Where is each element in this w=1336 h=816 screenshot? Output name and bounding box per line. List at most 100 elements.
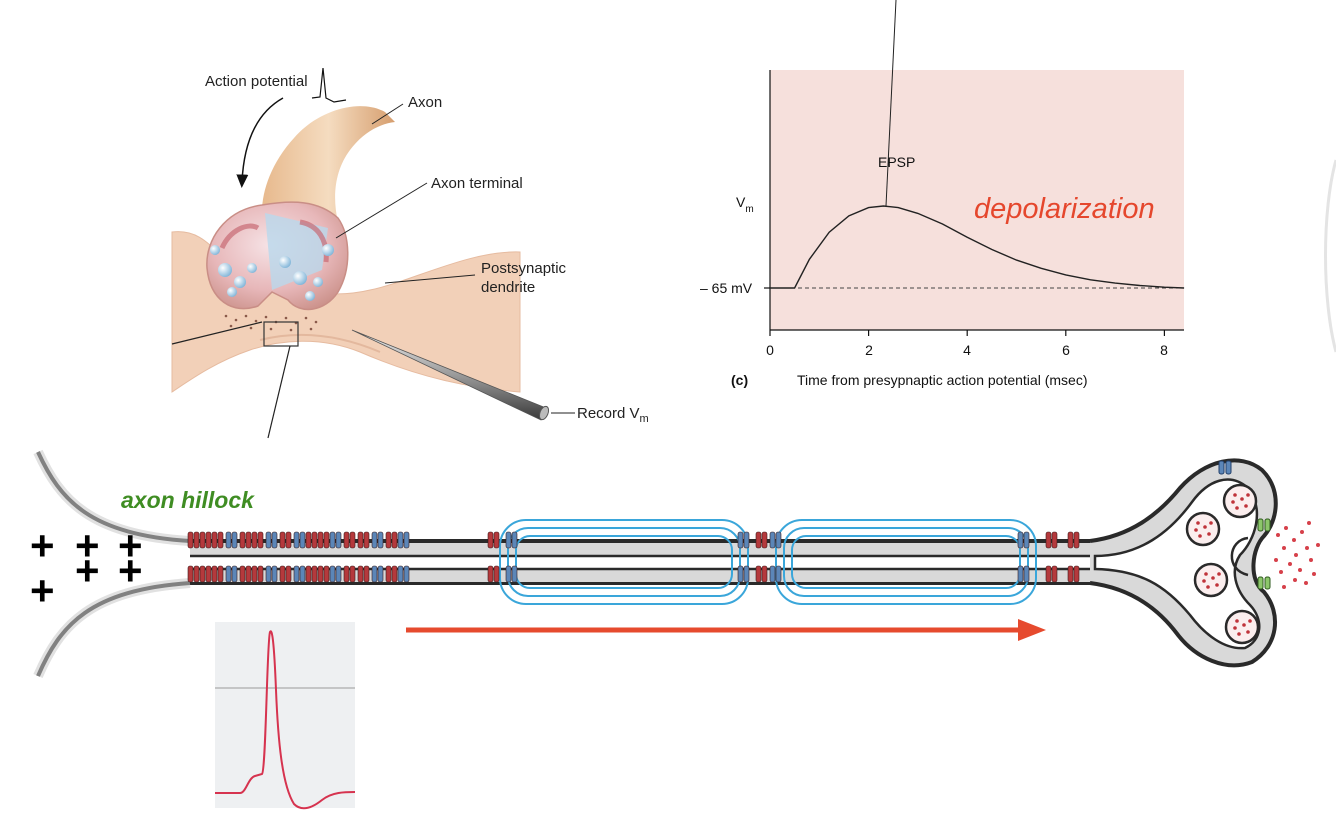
ion-channels xyxy=(187,531,1080,583)
potassium-channel xyxy=(371,565,384,583)
sodium-channel xyxy=(187,531,200,549)
synapse-illustration: Action potential Axon Axon terminal Post… xyxy=(171,67,649,439)
myelin-sheath-2 xyxy=(775,519,1037,605)
sodium-channel xyxy=(211,531,224,549)
plus-sign-5: + xyxy=(118,547,143,594)
potassium-channel xyxy=(397,531,410,549)
potassium-channel xyxy=(225,565,238,583)
action-potential-spike-icon xyxy=(311,67,347,103)
x-tick-label-6: 6 xyxy=(1062,342,1070,358)
sodium-channel xyxy=(343,531,356,549)
potassium-channel xyxy=(505,565,518,583)
postsynaptic-label: Postsynaptic xyxy=(481,260,567,277)
dendrite-label: dendrite xyxy=(481,279,535,296)
potassium-channel xyxy=(769,565,782,583)
axon-hillock-label: axon hillock xyxy=(121,487,255,513)
sodium-channel xyxy=(239,565,252,583)
potassium-channel xyxy=(329,565,342,583)
potassium-channel xyxy=(329,531,342,549)
action-potential-inset xyxy=(215,622,356,810)
axon-shaft-upper xyxy=(190,543,1090,555)
sodium-channel xyxy=(357,565,370,583)
epsp-curve xyxy=(770,205,1185,289)
x-tick-label-4: 4 xyxy=(963,342,971,358)
record-vm-label: Record Vm xyxy=(577,405,649,425)
axon-label: Axon xyxy=(408,94,442,111)
propagation-arrow xyxy=(406,619,1046,641)
potassium-channel xyxy=(769,531,782,549)
sodium-channel xyxy=(487,565,500,583)
right-edge-shadow xyxy=(1324,159,1336,353)
x-tick-label-2: 2 xyxy=(865,342,873,358)
plus-sign-4: + xyxy=(75,547,100,594)
terminal-channels-green xyxy=(1257,518,1271,590)
sodium-channel xyxy=(1045,565,1058,583)
sodium-channel xyxy=(305,531,318,549)
sodium-channel xyxy=(1067,565,1080,583)
potassium-channel xyxy=(1017,531,1030,549)
plus-sign-3: + xyxy=(118,522,143,569)
potassium-channel xyxy=(265,531,278,549)
sodium-channel xyxy=(279,531,292,549)
sodium-channel xyxy=(199,531,212,549)
potassium-channel xyxy=(737,531,750,549)
terminal-vesicles xyxy=(1185,483,1260,645)
synaptic-vesicles xyxy=(210,244,334,301)
potassium-channel xyxy=(397,565,410,583)
potassium-channel xyxy=(371,531,384,549)
neurotransmitter-dots xyxy=(1274,521,1320,589)
sodium-channel xyxy=(755,565,768,583)
sodium-channel xyxy=(211,565,224,583)
x-tick-label-0: 0 xyxy=(766,342,774,358)
zoom-box xyxy=(263,321,299,347)
depolarization-label: depolarization xyxy=(974,193,1155,225)
sodium-channel xyxy=(1045,531,1058,549)
sodium-channel xyxy=(305,565,318,583)
potassium-channel xyxy=(293,531,306,549)
epsp-chart: EPSP depolarization Vm – 65 mV 0 2 4 6 8… xyxy=(700,0,1185,388)
vm-axis-label: Vm xyxy=(736,194,754,215)
terminal-channel-blue xyxy=(1218,460,1232,475)
sodium-channel xyxy=(357,531,370,549)
axon-terminal-label: Axon terminal xyxy=(431,175,523,192)
sodium-channel xyxy=(251,565,264,583)
sodium-channel xyxy=(385,531,398,549)
action-potential-arrow xyxy=(236,97,284,188)
sodium-channel xyxy=(385,565,398,583)
x-axis-label: Time from presypnaptic action potential … xyxy=(797,372,1087,388)
potassium-channel xyxy=(505,531,518,549)
sodium-channel xyxy=(343,565,356,583)
axon-shaft-lower xyxy=(190,570,1090,582)
x-tick-label-8: 8 xyxy=(1160,342,1168,358)
axon-diagram: + + + + + + axon hillock xyxy=(30,449,1320,678)
action-potential-trace xyxy=(215,630,356,810)
sodium-channel xyxy=(755,531,768,549)
epsp-label: EPSP xyxy=(878,154,915,170)
chart-background xyxy=(770,70,1184,330)
axon-shape xyxy=(262,106,395,222)
baseline-label: – 65 mV xyxy=(700,280,753,296)
sodium-channel xyxy=(251,531,264,549)
myelin-sheath-1 xyxy=(499,519,749,605)
potassium-channel xyxy=(293,565,306,583)
potassium-channel xyxy=(1017,565,1030,583)
plus-sign-1: + xyxy=(30,522,55,569)
epsp-leader-line xyxy=(885,0,897,207)
sodium-channel xyxy=(317,565,330,583)
sodium-channel xyxy=(187,565,200,583)
x-tick-marks xyxy=(769,330,1166,336)
action-potential-label: Action potential xyxy=(205,73,308,90)
sodium-channel xyxy=(317,531,330,549)
potassium-channel xyxy=(265,565,278,583)
sodium-channel xyxy=(487,531,500,549)
sodium-channel xyxy=(199,565,212,583)
plus-sign-2: + xyxy=(75,522,100,569)
potassium-channel xyxy=(737,565,750,583)
sodium-channel xyxy=(279,565,292,583)
plus-sign-6: + xyxy=(30,567,55,614)
sodium-channel xyxy=(1067,531,1080,549)
potassium-channel xyxy=(225,531,238,549)
panel-label: (c) xyxy=(731,372,748,388)
synaptic-cleft-dots xyxy=(224,314,318,332)
